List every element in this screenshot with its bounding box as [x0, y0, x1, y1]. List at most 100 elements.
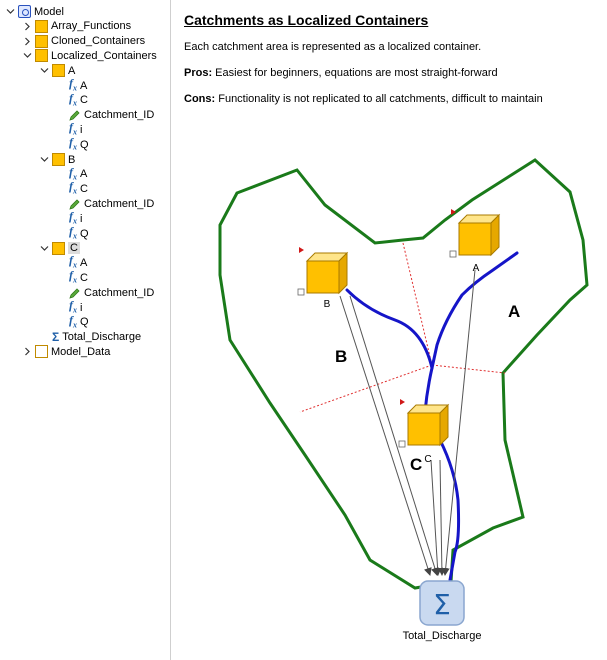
tree-item[interactable]: Model_Data [24, 344, 110, 359]
tree-item[interactable]: Cloned_Containers [24, 34, 145, 49]
tree-item[interactable]: Model [6, 4, 64, 19]
function-icon: fx [69, 209, 77, 226]
pros-label: Pros: [184, 67, 213, 79]
function-icon: fx [69, 312, 77, 329]
tree-item-label: i [80, 301, 83, 314]
folder-icon [35, 19, 48, 33]
divide-lines [299, 242, 506, 413]
tree-item[interactable]: Catchment_ID [69, 285, 154, 300]
catchment-diagram: A B C A B C Σ Total_Discharge [218, 158, 589, 642]
tree-item-label: Catchment_ID [84, 286, 155, 299]
container-cube-b[interactable]: B [297, 247, 349, 310]
cube-marker-icon [299, 247, 304, 253]
function-icon: fx [69, 90, 77, 107]
chevron-right-icon[interactable] [21, 34, 33, 49]
function-icon: fx [69, 297, 77, 315]
chevron-down-icon[interactable] [38, 63, 50, 78]
sum-box [419, 580, 465, 626]
function-icon: fx [69, 179, 77, 196]
catchment-boundary [218, 158, 589, 590]
model-icon [18, 5, 31, 18]
function-icon: fx [69, 223, 77, 241]
chevron-right-icon[interactable] [21, 19, 33, 34]
zone-label-c: C [410, 455, 422, 474]
sum-label: Total_Discharge [403, 630, 482, 642]
tree-item-label: A [68, 64, 76, 77]
chevron-down-icon[interactable] [38, 152, 50, 167]
cube-marker-icon [400, 399, 405, 405]
arrow-a-to-sum [441, 269, 476, 576]
container-cube-a[interactable]: A [449, 209, 501, 274]
tree-item-label: i [80, 212, 83, 225]
divide-line [402, 242, 433, 366]
function-icon: fx [69, 120, 77, 137]
chevron-down-icon[interactable] [4, 4, 16, 19]
tree-item[interactable]: C [40, 241, 80, 256]
function-icon: fx [69, 253, 77, 270]
tree-item[interactable]: Array_Functions [24, 19, 132, 34]
tree-item-label: Catchment_ID [84, 109, 155, 122]
cube-front [306, 260, 340, 294]
folder-icon [52, 64, 65, 78]
tree-item-label: Q [80, 138, 89, 151]
tree-item[interactable]: Catchment_ID [69, 196, 154, 211]
content-panel: Catchments as Localized Containers Each … [175, 0, 607, 660]
container-cube-c[interactable]: C [398, 399, 450, 465]
collapse-icon[interactable] [449, 250, 457, 258]
folder-icon [52, 241, 65, 255]
description-text: Each catchment area is represented as a … [184, 41, 482, 53]
river-network [345, 251, 519, 582]
arrow-c-to-sum [430, 459, 442, 576]
chevron-down-icon[interactable] [21, 48, 33, 63]
tree-item-label: C [80, 94, 88, 107]
collapse-icon[interactable] [398, 440, 406, 448]
cube-label-c: C [424, 454, 431, 465]
pros-text: Easiest for beginners, equations are mos… [212, 67, 498, 79]
tree-item-label: Total_Discharge [62, 331, 142, 344]
folder-icon [52, 153, 65, 166]
cons-label: Cons: [184, 93, 216, 105]
divide-line [299, 364, 433, 413]
river-branch-b [345, 288, 434, 370]
function-icon: fx [69, 164, 77, 181]
tree-item[interactable]: Localized_Containers [23, 48, 157, 63]
function-icon: fx [69, 75, 77, 93]
page-title: Catchments as Localized Containers [184, 12, 429, 28]
cons-text: Functionality is not replicated to all c… [215, 93, 543, 105]
tree-item[interactable]: B [40, 152, 75, 167]
tree-item[interactable]: A [40, 63, 76, 78]
tree-item-label: A [80, 257, 88, 270]
tree-item-label: A [80, 168, 88, 181]
function-icon: fx [69, 135, 77, 152]
tree-item-label: Localized_Containers [51, 49, 157, 62]
tree-item-label: Catchment_ID [84, 197, 155, 210]
tree-item[interactable]: Catchment_ID [69, 108, 154, 123]
river-branch-c [438, 438, 461, 582]
collapse-icon[interactable] [297, 288, 305, 296]
arrow-b2-to-sum [349, 295, 439, 576]
total-discharge-node[interactable]: Σ Total_Discharge [403, 580, 482, 642]
folder-icon [35, 34, 48, 48]
cube-front [458, 222, 492, 256]
cube-front [407, 412, 441, 446]
chevron-down-icon[interactable] [38, 241, 50, 256]
tree-item-label: Array_Functions [51, 20, 132, 33]
cube-marker-icon [451, 209, 456, 215]
tree-item-label: Q [80, 316, 89, 329]
cons-line: Cons: Functionality is not replicated to… [184, 93, 543, 105]
chevron-right-icon[interactable] [21, 344, 33, 359]
folder-icon [35, 49, 48, 63]
